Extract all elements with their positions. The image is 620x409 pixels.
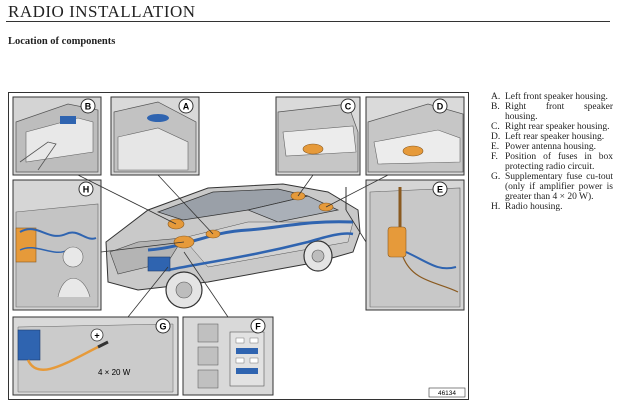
legend-text: Position of fuses in box protecting radi… xyxy=(505,152,613,172)
legend-text: Left rear speaker housing. xyxy=(505,132,605,142)
legend-text: Right front speaker housing. xyxy=(505,102,613,122)
legend-item-b: B. Right front speaker housing. xyxy=(491,102,613,122)
speaker-c-icon xyxy=(302,143,324,155)
legend-key: G. xyxy=(491,172,501,182)
title-divider xyxy=(6,21,610,22)
radio-housing-icon xyxy=(15,227,37,263)
panel-h xyxy=(12,179,102,311)
legend-text: Radio housing. xyxy=(505,202,563,212)
legend-item-e: E. Power antenna housing. xyxy=(491,142,613,152)
callout-a: A xyxy=(183,102,190,112)
power-antenna-icon xyxy=(387,226,407,258)
component-legend: A. Left front speaker housing. B. Right fr… xyxy=(491,92,613,212)
legend-item-a: A. Left front speaker housing. xyxy=(491,92,613,102)
legend-item-h: H. Radio housing. xyxy=(491,202,613,212)
legend-key: B. xyxy=(491,102,500,112)
legend-item-d: D. Left rear speaker housing. xyxy=(491,132,613,142)
callout-markers: B A C D H E G F xyxy=(78,98,448,334)
car-illustration xyxy=(105,183,361,309)
plus-terminal-icon xyxy=(90,328,104,342)
legend-item-g: G. Supplementary fuse cu-tout (only if am… xyxy=(491,172,613,202)
legend-text: Supplementary fuse cu-tout (only if ampl… xyxy=(505,172,613,202)
callout-h: H xyxy=(83,185,90,195)
legend-key: C. xyxy=(491,122,500,132)
callout-e: E xyxy=(437,185,443,195)
speaker-a-icon xyxy=(147,114,169,122)
page-title: RADIO INSTALLATION xyxy=(8,2,196,21)
panel-e xyxy=(365,179,465,311)
legend-item-f: F. Position of fuses in box protecting ra… xyxy=(491,152,613,172)
plus-symbol: + xyxy=(94,331,99,341)
figure-reference-number: 46134 xyxy=(438,390,456,397)
component-location-figure: + 4 × 20 W B A C D H E G F 46134 xyxy=(8,92,469,400)
callout-f: F xyxy=(255,322,261,332)
callout-b: B xyxy=(85,102,92,112)
legend-item-c: C. Right rear speaker housing. xyxy=(491,122,613,132)
legend-key: F. xyxy=(491,152,498,162)
legend-text: Power antenna housing. xyxy=(505,142,597,152)
speaker-b-icon xyxy=(60,116,76,124)
legend-key: H. xyxy=(491,202,501,212)
leader-lines xyxy=(77,174,389,318)
section-heading: Location of components xyxy=(8,36,116,47)
callout-g: G xyxy=(159,322,166,332)
fuse-box-icon xyxy=(229,331,265,387)
legend-key: E. xyxy=(491,142,500,152)
callout-d: D xyxy=(437,102,444,112)
callout-c: C xyxy=(345,102,352,112)
legend-text: Right rear speaker housing. xyxy=(505,122,610,132)
panel-b xyxy=(12,96,102,176)
speaker-d-icon xyxy=(402,145,424,157)
legend-text: Left front speaker housing. xyxy=(505,92,608,102)
panel-d xyxy=(365,96,465,176)
legend-key: A. xyxy=(491,92,501,102)
amplifier-power-label: 4 × 20 W xyxy=(98,368,131,377)
panel-g: + 4 × 20 W xyxy=(12,316,179,396)
legend-key: D. xyxy=(491,132,501,142)
